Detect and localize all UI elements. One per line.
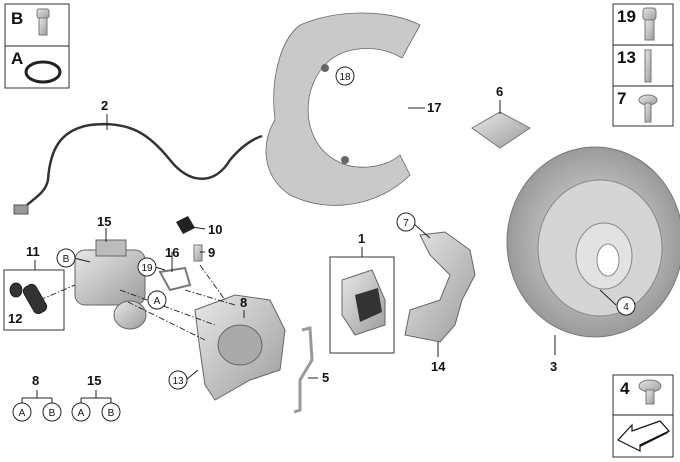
group-15-refs: 15 A B (71, 373, 121, 422)
callout-14[interactable]: 14 (431, 359, 446, 374)
callout-19[interactable]: 19 (141, 263, 153, 274)
callout-3[interactable]: 3 (550, 359, 557, 374)
callout-4[interactable]: 4 (623, 302, 629, 313)
arrow-icon (617, 420, 670, 452)
o-ring-a-icon (24, 60, 62, 84)
screw-19-icon (642, 7, 657, 41)
callout-1[interactable]: 1 (358, 231, 365, 246)
callout-2[interactable]: 2 (101, 98, 108, 113)
group-8-number: 8 (32, 373, 39, 388)
callout-16[interactable]: 16 (165, 245, 179, 260)
legend-item-13: 13 (617, 48, 636, 67)
callout-15[interactable]: 15 (97, 214, 111, 229)
group-8-ref-a[interactable]: A (19, 408, 26, 419)
callout-12[interactable]: 12 (8, 311, 22, 326)
brake-disc (506, 146, 680, 338)
callout-5[interactable]: 5 (322, 370, 329, 385)
callout-13[interactable]: 13 (172, 376, 184, 387)
bleeder-cap (176, 216, 195, 234)
callout-6[interactable]: 6 (496, 84, 503, 99)
screw-b-icon (36, 8, 50, 36)
group-8-ref-b[interactable]: B (49, 408, 56, 419)
brake-caliper (194, 294, 286, 401)
brake-pads-box (329, 256, 395, 354)
group-15-number: 15 (87, 373, 101, 388)
callout-7[interactable]: 7 (403, 218, 409, 229)
assembly-lines (39, 264, 236, 341)
legend-item-4: 4 (620, 379, 630, 398)
parking-brake-actuator (74, 239, 147, 330)
bolt-7-icon (638, 94, 658, 123)
guide-pin-13-icon (644, 49, 652, 83)
callout-ref-a[interactable]: A (154, 296, 161, 307)
wheel-speed-sensor (21, 122, 263, 211)
group-15-ref-b[interactable]: B (108, 408, 115, 419)
brake-shield (265, 12, 421, 206)
legend-label-a: A (11, 49, 23, 68)
screw-4-icon (638, 379, 662, 405)
callout-9[interactable]: 9 (208, 245, 215, 260)
group-8-refs: 8 A B (12, 373, 62, 422)
legend-box-right: 19 13 7 (612, 3, 674, 127)
legend-label-b: B (11, 9, 23, 28)
legend-item-7: 7 (617, 89, 626, 108)
legend-box-bottom-right: 4 (612, 374, 674, 458)
callout-18[interactable]: 18 (339, 72, 351, 83)
callout-17[interactable]: 17 (427, 100, 441, 115)
brake-carrier (404, 231, 476, 343)
callout-ref-b[interactable]: B (63, 254, 70, 265)
lubricant-pack (471, 111, 531, 149)
spring-clip (158, 266, 192, 292)
callout-8[interactable]: 8 (240, 295, 247, 310)
legend-box-left: B A (4, 3, 70, 89)
callout-10[interactable]: 10 (208, 222, 222, 237)
wear-indicator-clip (293, 326, 314, 414)
bleeder-screw (193, 244, 203, 262)
guide-kit-box (3, 269, 65, 331)
callout-11[interactable]: 11 (26, 244, 40, 259)
group-15-ref-a[interactable]: A (78, 408, 85, 419)
leader-lines (34, 100, 617, 381)
legend-item-19: 19 (617, 7, 636, 26)
